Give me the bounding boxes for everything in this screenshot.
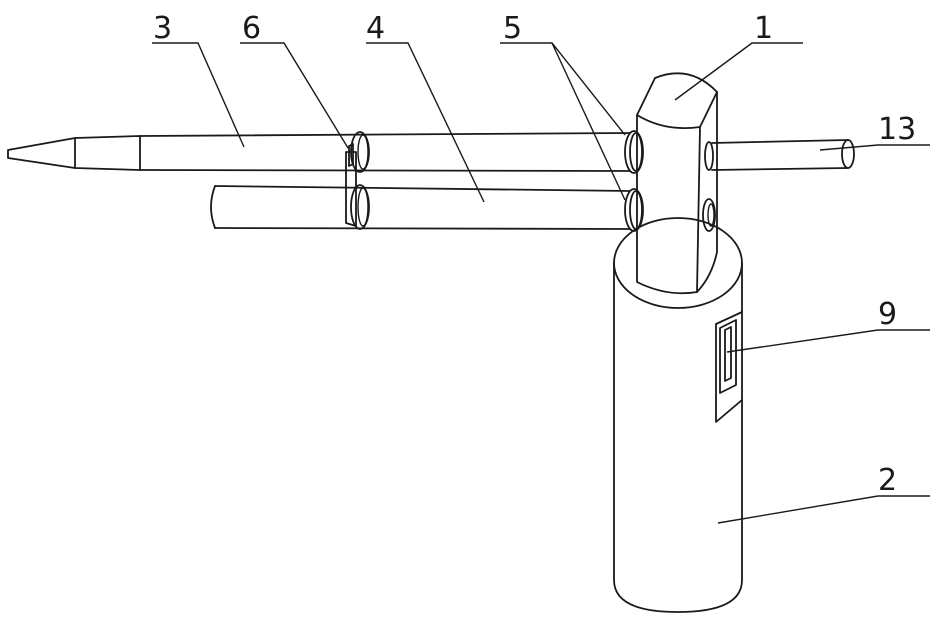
window-frame: [715, 311, 743, 423]
block-edge: [696, 126, 701, 293]
rod-3-joint: [629, 132, 643, 172]
leader-5: [500, 42, 626, 201]
knob-lower: [624, 188, 644, 232]
leader-6: [240, 42, 349, 149]
rod-3-edges: [139, 132, 631, 172]
label-2: 2: [878, 463, 897, 498]
window-inner: [719, 319, 737, 394]
leader-2: [717, 495, 930, 524]
part-3-rod: [7, 132, 643, 172]
tube-13-joint: [704, 141, 714, 171]
label-9: 9: [878, 297, 897, 332]
leader-1: [674, 42, 803, 101]
knob-upper: [624, 130, 644, 174]
tube-13-end: [841, 139, 855, 169]
label-13: 13: [878, 112, 916, 147]
cylinder-body: [613, 262, 743, 613]
cylinder-top-ellipse: [613, 217, 743, 309]
leader-9: [726, 329, 930, 353]
block-top-face: [636, 72, 718, 130]
label-6: 6: [242, 11, 261, 46]
leader-4: [366, 42, 485, 203]
part-13-tube: [704, 139, 855, 171]
leader-13: [819, 144, 930, 151]
window-slot: [724, 326, 732, 382]
tube-13-edges: [711, 139, 849, 171]
part-9-window: [715, 311, 743, 423]
label-1: 1: [754, 11, 773, 46]
block-hole-inner: [707, 203, 715, 227]
part-2-cylinder: [613, 217, 743, 613]
part-6-clip: [345, 131, 370, 230]
clip-lower-ring: [350, 184, 370, 230]
rod-4-edges: [214, 185, 631, 230]
part-5-knobs: [624, 130, 644, 232]
leader-lines: [152, 42, 930, 524]
part-1-block: [636, 72, 718, 295]
label-4: 4: [366, 11, 385, 46]
part-4-rod: [210, 185, 643, 230]
rod-4-end: [210, 185, 216, 229]
clip-tab: [348, 143, 354, 167]
clip-lower-ring-inner: [357, 187, 369, 227]
rod-4-joint: [629, 190, 643, 230]
leader-3: [152, 42, 245, 148]
label-3: 3: [153, 11, 172, 46]
labels: 3 6 4 5 1 13 9 2: [153, 11, 916, 498]
label-5: 5: [503, 11, 522, 46]
block-body: [636, 91, 718, 295]
rod-3-tip: [7, 135, 141, 171]
clip-upper-ring-inner: [357, 134, 369, 170]
block-hole: [702, 198, 716, 232]
